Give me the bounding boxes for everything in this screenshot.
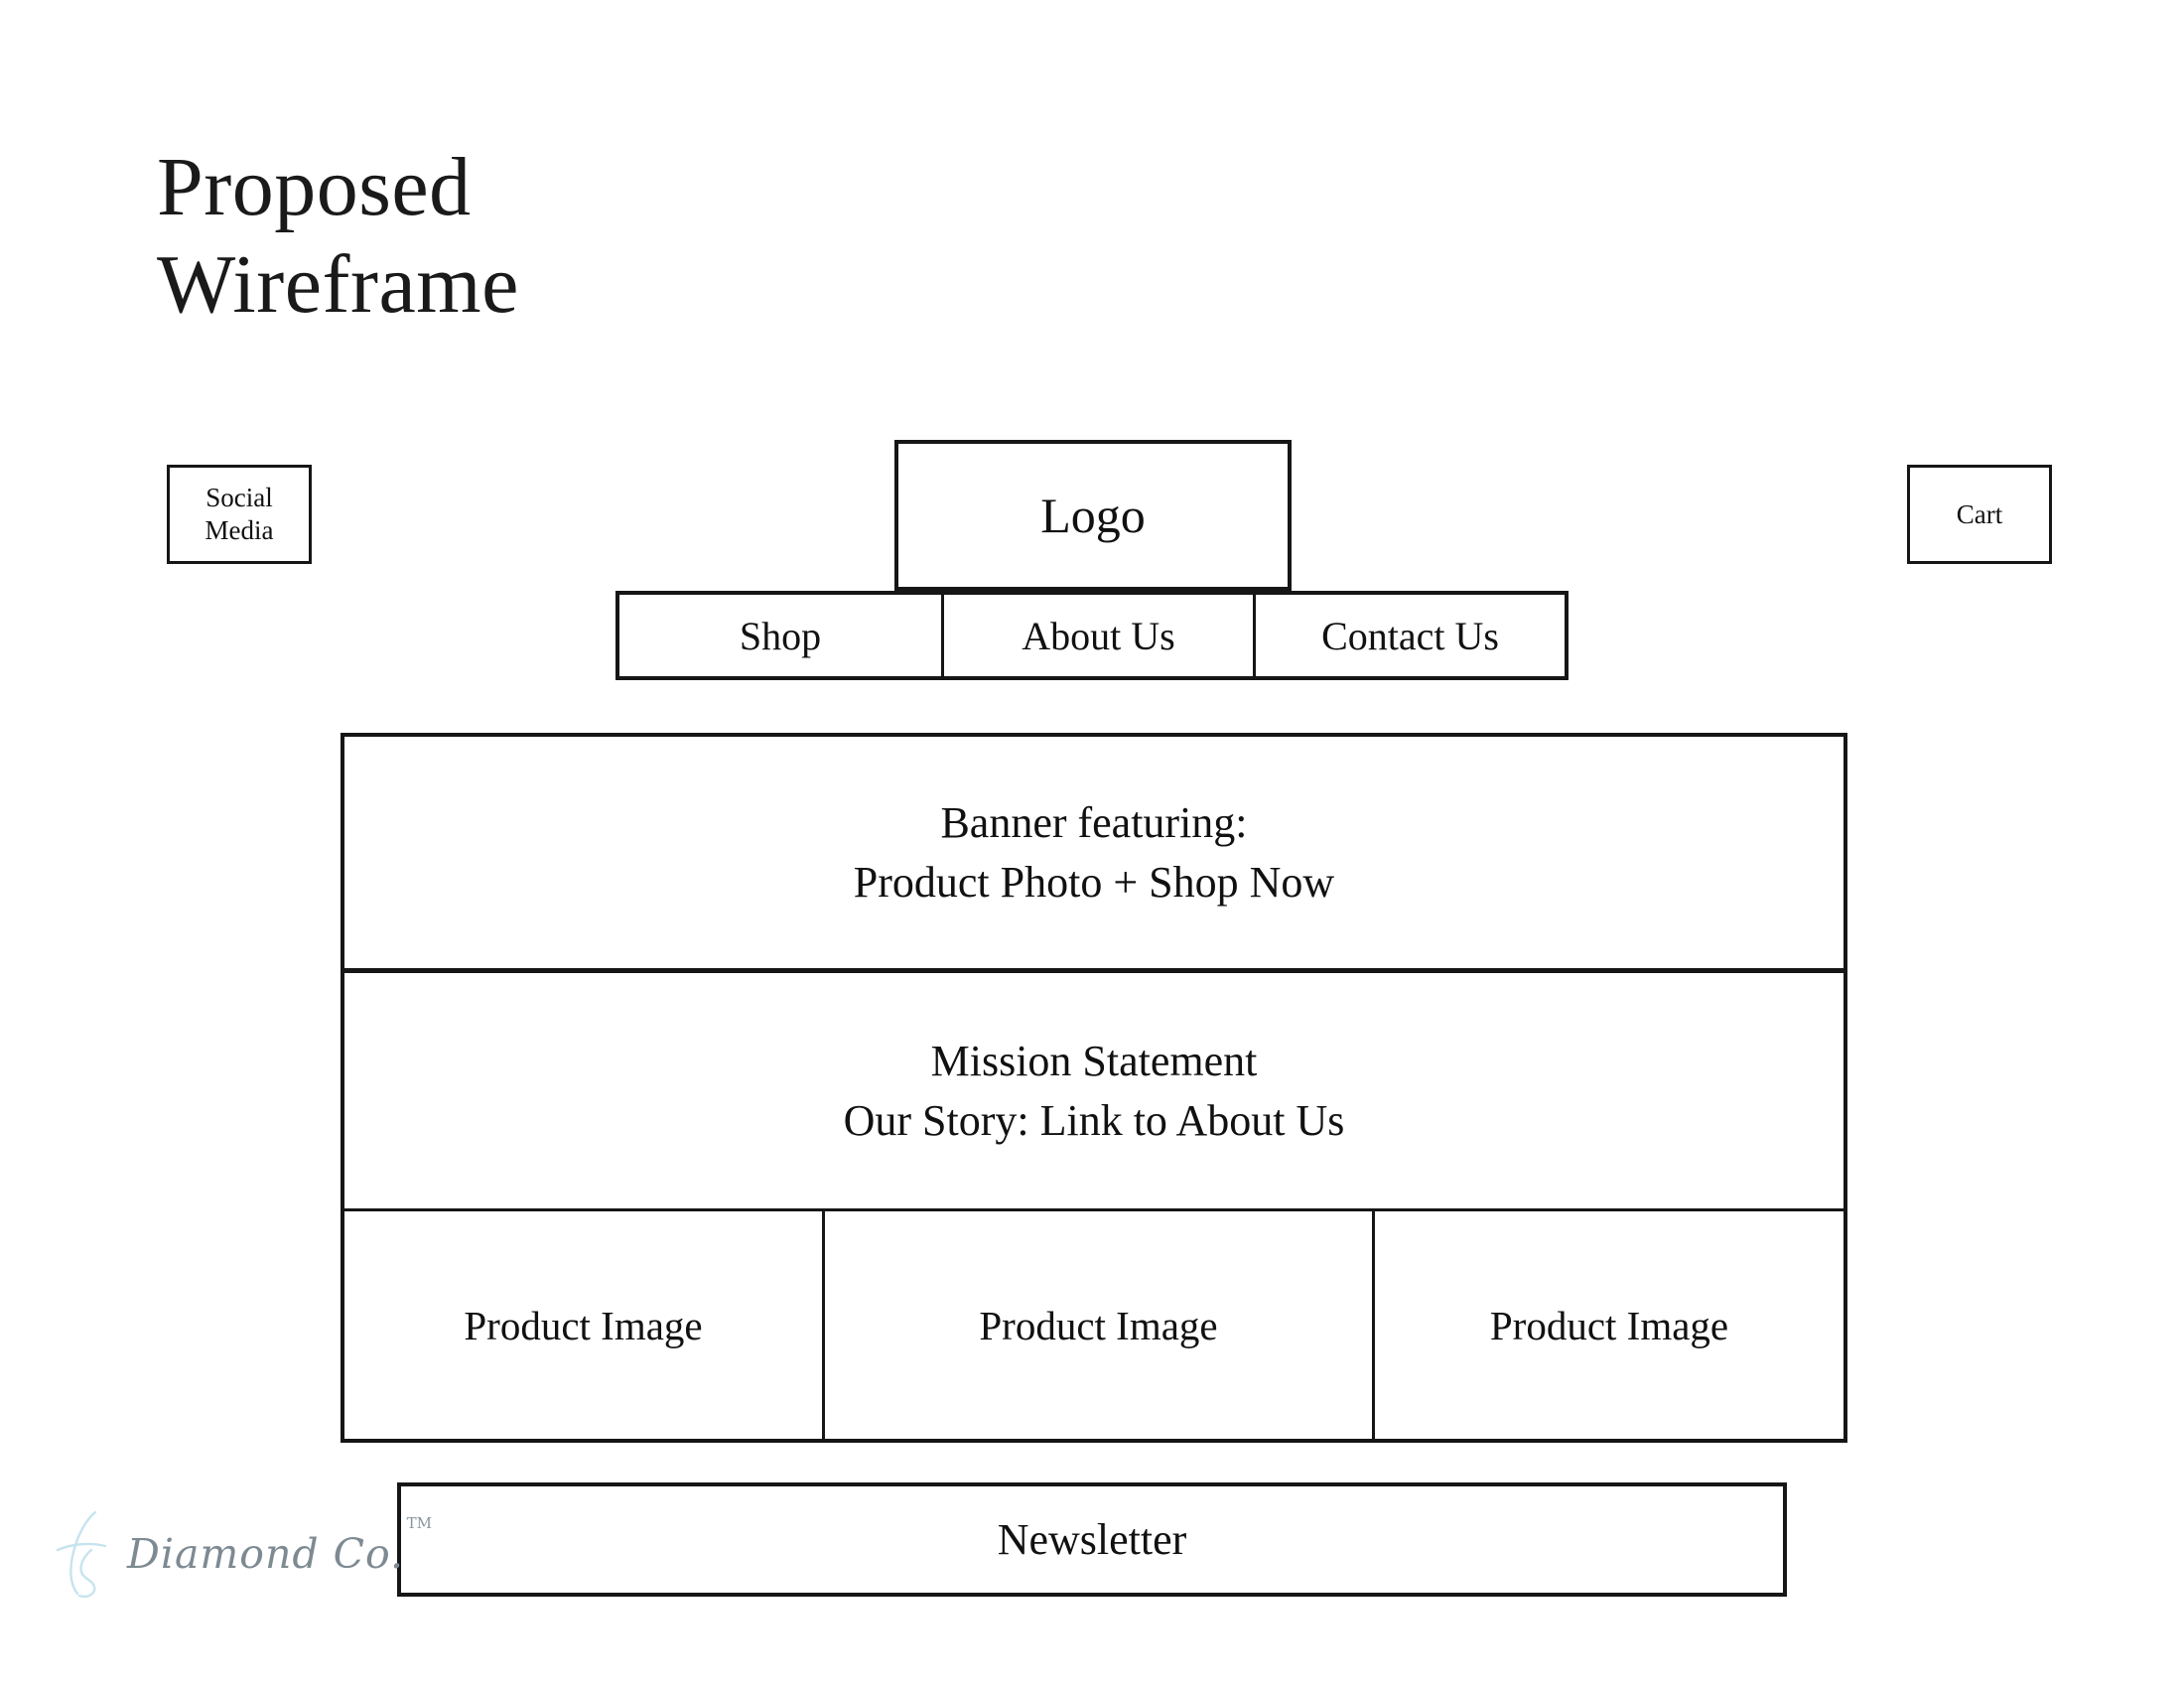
logo-box[interactable]: Logo [894, 440, 1292, 591]
main-content-stack: Banner featuring: Product Photo + Shop N… [341, 733, 1847, 1443]
nav-item-about-us[interactable]: About Us [941, 595, 1256, 676]
social-media-label: Social Media [205, 483, 274, 545]
nav-item-contact-us-label: Contact Us [1321, 613, 1499, 658]
nav-item-contact-us[interactable]: Contact Us [1256, 595, 1565, 676]
newsletter-box[interactable]: Newsletter [397, 1482, 1787, 1597]
nav-item-shop-label: Shop [739, 613, 822, 658]
product-image-label-2: Product Image [979, 1302, 1218, 1348]
product-image-label-1: Product Image [464, 1302, 703, 1348]
logo-label: Logo [1040, 488, 1146, 543]
cart-box[interactable]: Cart [1907, 465, 2052, 564]
mission-statement-section[interactable]: Mission Statement Our Story: Link to Abo… [344, 973, 1843, 1211]
brand-wordmark: Diamond Co. TM [127, 1514, 432, 1578]
banner-label: Banner featuring: Product Photo + Shop N… [853, 797, 1335, 907]
trademark-symbol: TM [406, 1514, 433, 1532]
page-title: Proposed Wireframe [157, 141, 519, 332]
brand-logo: Diamond Co. TM [52, 1494, 432, 1614]
cart-label: Cart [1956, 498, 2003, 529]
product-image-cell-1[interactable]: Product Image [344, 1211, 822, 1439]
product-image-row: Product Image Product Image Product Imag… [344, 1211, 1843, 1439]
brand-wordmark-text: Diamond Co. [127, 1530, 405, 1578]
product-image-label-3: Product Image [1489, 1302, 1729, 1348]
banner-section[interactable]: Banner featuring: Product Photo + Shop N… [344, 737, 1843, 973]
diamond-co-monogram-icon [56, 1510, 107, 1599]
nav-bar: Shop About Us Contact Us [615, 591, 1569, 680]
social-media-box[interactable]: Social Media [167, 465, 312, 564]
nav-item-about-us-label: About Us [1022, 613, 1175, 658]
product-image-cell-3[interactable]: Product Image [1375, 1211, 1843, 1439]
mission-statement-label: Mission Statement Our Story: Link to Abo… [843, 1036, 1345, 1145]
nav-item-shop[interactable]: Shop [619, 595, 941, 676]
product-image-cell-2[interactable]: Product Image [822, 1211, 1375, 1439]
newsletter-label: Newsletter [997, 1515, 1187, 1564]
